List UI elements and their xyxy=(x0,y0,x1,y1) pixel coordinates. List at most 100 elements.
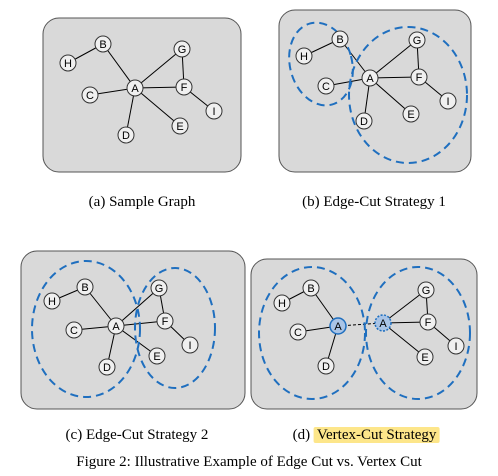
node-a: A xyxy=(107,317,125,335)
caption-d: (d) Vertex-Cut Strategy xyxy=(293,427,440,444)
node-g: G xyxy=(408,31,426,49)
caption-a-tag: (a) xyxy=(88,194,106,210)
panel-b-background xyxy=(278,9,472,173)
svg-text:G: G xyxy=(155,283,164,295)
caption-c: (c) Edge-Cut Strategy 2 xyxy=(66,427,209,444)
svg-text:F: F xyxy=(416,72,423,84)
node-h: H xyxy=(43,292,61,310)
node-a: A xyxy=(361,69,379,87)
svg-text:A: A xyxy=(131,83,139,95)
svg-text:I: I xyxy=(188,340,191,352)
node-e: E xyxy=(402,105,420,123)
node-d: D xyxy=(98,358,116,376)
panel-c: H B C A D E F G I xyxy=(20,250,246,410)
node-g: G xyxy=(173,40,191,58)
node-a-replica-2: A xyxy=(374,314,392,332)
svg-text:I: I xyxy=(454,341,457,353)
node-b: B xyxy=(76,278,94,296)
panel-c-graph: H B C A D E F G I xyxy=(20,250,246,410)
caption-a: (a) Sample Graph xyxy=(89,194,196,211)
svg-text:E: E xyxy=(153,351,160,363)
node-h: H xyxy=(273,294,291,312)
svg-text:E: E xyxy=(176,121,183,133)
caption-d-title: Vertex-Cut Strategy xyxy=(313,427,440,443)
svg-text:I: I xyxy=(212,106,215,118)
node-h: H xyxy=(295,47,313,65)
svg-text:A: A xyxy=(112,321,120,333)
svg-text:D: D xyxy=(360,116,368,128)
svg-text:B: B xyxy=(307,283,314,295)
node-d: D xyxy=(117,126,135,144)
partition-2 xyxy=(348,26,468,164)
svg-text:C: C xyxy=(86,90,94,102)
panel-a-graph: H B C A D E F G I xyxy=(42,17,242,173)
caption-c-title: Edge-Cut Strategy 2 xyxy=(85,427,209,443)
node-d: D xyxy=(355,112,373,130)
panel-a: H B C A D E F G I xyxy=(42,17,242,173)
node-h: H xyxy=(59,54,77,72)
panel-b: H B C A D E F G I xyxy=(278,9,472,173)
svg-text:G: G xyxy=(413,35,422,47)
node-e: E xyxy=(416,348,434,366)
panel-a-background xyxy=(42,17,242,173)
node-f: F xyxy=(175,78,193,96)
svg-text:D: D xyxy=(103,362,111,374)
node-c: C xyxy=(289,323,307,341)
node-e: E xyxy=(148,347,166,365)
figure-caption: Figure 2: Illustrative Example of Edge C… xyxy=(76,454,422,470)
svg-text:C: C xyxy=(322,81,330,93)
node-d: D xyxy=(317,357,335,375)
svg-text:A: A xyxy=(366,73,374,85)
node-b: B xyxy=(94,35,112,53)
panel-d-graph: H B C A D A E F G I xyxy=(250,258,478,410)
svg-text:H: H xyxy=(48,296,56,308)
node-c: C xyxy=(317,77,335,95)
node-c: C xyxy=(81,86,99,104)
node-f: F xyxy=(410,68,428,86)
partition-2 xyxy=(134,267,216,389)
node-g: G xyxy=(417,281,435,299)
svg-text:H: H xyxy=(64,58,72,70)
node-i: I xyxy=(439,92,457,110)
node-i: I xyxy=(181,336,199,354)
svg-text:D: D xyxy=(322,361,330,373)
svg-text:I: I xyxy=(446,96,449,108)
node-c: C xyxy=(65,321,83,339)
svg-text:H: H xyxy=(300,51,308,63)
svg-text:A: A xyxy=(334,321,342,333)
svg-text:G: G xyxy=(178,44,187,56)
node-g: G xyxy=(150,279,168,297)
node-a: A xyxy=(126,79,144,97)
node-i: I xyxy=(205,102,223,120)
svg-text:A: A xyxy=(379,318,387,330)
node-i: I xyxy=(447,337,465,355)
panel-d: H B C A D A E F G I xyxy=(250,258,478,410)
svg-text:B: B xyxy=(336,34,343,46)
partition-2 xyxy=(365,266,471,400)
caption-c-tag: (c) xyxy=(65,427,83,443)
panel-b-graph: H B C A D E F G I xyxy=(278,9,472,173)
svg-text:F: F xyxy=(181,82,188,94)
svg-text:B: B xyxy=(81,282,88,294)
svg-text:C: C xyxy=(294,327,302,339)
svg-text:G: G xyxy=(422,285,431,297)
partition-1 xyxy=(31,260,141,398)
svg-text:D: D xyxy=(122,130,130,142)
caption-b: (b) Edge-Cut Strategy 1 xyxy=(302,194,446,211)
node-f: F xyxy=(156,312,174,330)
caption-b-title: Edge-Cut Strategy 1 xyxy=(323,194,446,210)
svg-text:F: F xyxy=(425,317,432,329)
node-a-replica-1: A xyxy=(329,317,347,335)
svg-text:F: F xyxy=(162,316,169,328)
node-b: B xyxy=(302,279,320,297)
svg-text:H: H xyxy=(278,298,286,310)
node-b: B xyxy=(331,30,349,48)
node-f: F xyxy=(419,313,437,331)
svg-text:E: E xyxy=(421,352,428,364)
node-e: E xyxy=(171,117,189,135)
svg-text:E: E xyxy=(407,109,414,121)
svg-text:C: C xyxy=(70,325,78,337)
caption-a-title: Sample Graph xyxy=(109,194,196,210)
svg-text:B: B xyxy=(99,39,106,51)
caption-b-tag: (b) xyxy=(302,194,320,210)
